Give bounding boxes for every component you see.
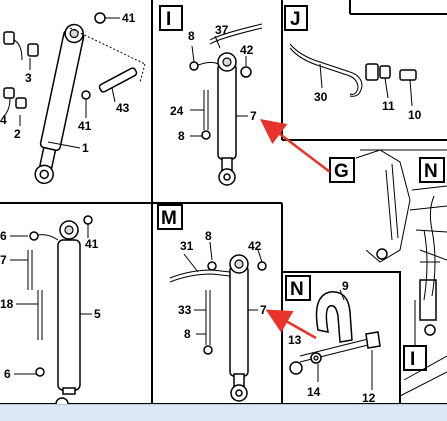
status-bar [0,404,447,421]
callout-8-bottom: 8 [184,327,191,341]
callout-10: 10 [408,108,422,122]
callout-43: 43 [116,101,130,115]
callout-7: 7 [250,109,257,123]
callout-42: 42 [240,43,254,57]
panel-N: N 9 13 14 12 [285,275,381,405]
panel-letter-M: M [161,208,177,229]
callout-41: 41 [85,237,99,251]
callout-4: 4 [0,113,7,127]
panel-top-left: 41 3 43 41 4 2 1 [0,11,146,185]
callout-6-bottom: 6 [4,367,11,381]
callout-9: 9 [342,279,349,293]
callout-12: 12 [362,391,376,405]
panel-bottom-left: 6 41 7 18 5 6 [0,215,101,411]
callout-24: 24 [170,104,184,118]
callout-18: 18 [0,297,14,311]
callout-14: 14 [307,385,321,399]
panel-I: I 8 37 42 24 8 7 [159,5,263,186]
callout-37: 37 [215,23,229,37]
callout-13: 13 [288,333,302,347]
callout-8-top: 8 [188,29,195,43]
callout-33: 33 [178,303,192,317]
callout-5: 5 [94,307,101,321]
machine-label-I: I [410,349,415,370]
machine-label-N: N [424,161,438,182]
arrow-to-panel-I [260,118,331,173]
callout-3: 3 [25,71,32,85]
callout-31: 31 [180,239,194,253]
callout-30: 30 [314,90,328,104]
machine-view: G N I [329,149,447,397]
callout-42: 42 [248,239,262,253]
callout-41-lower: 41 [78,119,92,133]
callout-11: 11 [382,99,395,113]
panel-letter-I: I [166,9,171,30]
callout-1: 1 [82,141,89,155]
panel-letter-N: N [290,279,304,300]
panel-letter-J: J [290,9,301,30]
panel-J: J 30 11 10 [284,5,422,122]
callout-7: 7 [260,303,267,317]
callout-6-top: 6 [0,229,7,243]
pointer-arrows [260,118,331,340]
callout-8-bottom: 8 [178,129,185,143]
callout-41-top: 41 [122,11,136,25]
callout-2: 2 [14,127,21,141]
callout-7: 7 [0,253,7,267]
arrow-to-panel-M [265,309,317,340]
panel-M: M 31 8 42 33 8 7 [157,204,267,402]
machine-label-G: G [334,161,349,182]
callout-8-top: 8 [205,229,212,243]
